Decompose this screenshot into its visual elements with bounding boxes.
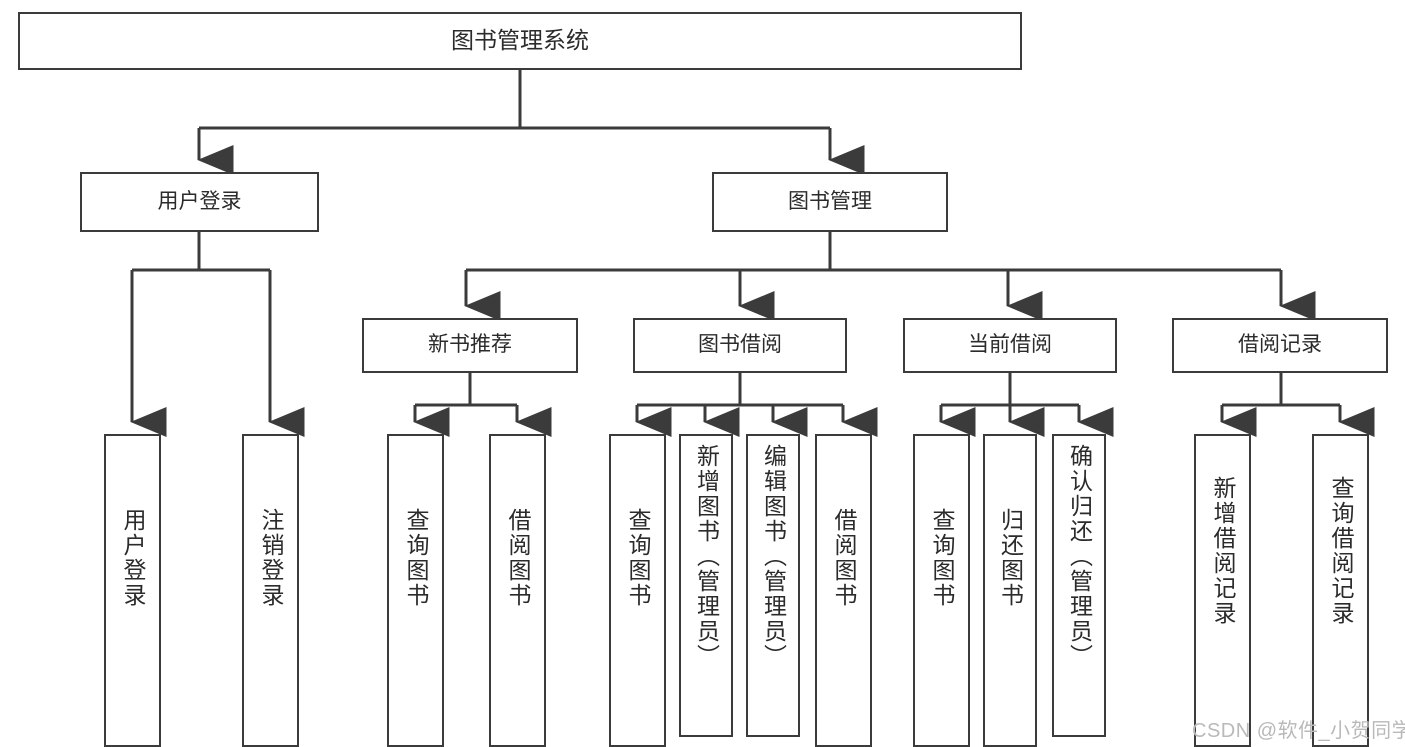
node-leaf-add-record[interactable]: 新增借阅记录 (1194, 434, 1251, 747)
node-user-login[interactable]: 用户登录 (80, 172, 319, 232)
node-leaf-query-book-3[interactable]: 查询图书 (913, 434, 970, 747)
node-borrow-record-label: 借阅记录 (1238, 333, 1322, 357)
node-borrow-record[interactable]: 借阅记录 (1172, 318, 1388, 373)
node-leaf-query-book-2[interactable]: 查询图书 (609, 434, 666, 747)
node-leaf-add-record-label: 新增借阅记录 (1210, 476, 1236, 626)
node-leaf-user-login[interactable]: 用户登录 (104, 434, 161, 747)
node-leaf-borrow-book-1-label: 借阅图书 (505, 508, 531, 608)
node-root[interactable]: 图书管理系统 (18, 12, 1022, 70)
node-leaf-add-book-label: 新增图书（管理员） (693, 444, 720, 669)
node-leaf-query-book-1[interactable]: 查询图书 (387, 434, 444, 747)
node-leaf-return-book-label: 归还图书 (997, 508, 1024, 608)
node-book-manage[interactable]: 图书管理 (712, 172, 948, 232)
node-root-label: 图书管理系统 (451, 27, 589, 54)
node-leaf-borrow-book-2-label: 借阅图书 (831, 508, 857, 608)
node-leaf-edit-book[interactable]: 编辑图书（管理员） (746, 434, 800, 737)
node-leaf-return-book[interactable]: 归还图书 (983, 434, 1037, 747)
node-leaf-query-book-2-label: 查询图书 (625, 508, 651, 608)
node-leaf-borrow-book-1[interactable]: 借阅图书 (489, 434, 546, 747)
node-leaf-user-logout[interactable]: 注销登录 (242, 434, 299, 747)
node-user-login-label: 用户登录 (157, 189, 242, 213)
node-new-book-recommend[interactable]: 新书推荐 (362, 318, 578, 373)
node-leaf-query-record[interactable]: 查询借阅记录 (1312, 434, 1369, 747)
node-leaf-query-book-3-label: 查询图书 (929, 508, 955, 608)
node-leaf-add-book[interactable]: 新增图书（管理员） (679, 434, 733, 737)
node-leaf-confirm-return-label: 确认归还（管理员） (1066, 444, 1093, 669)
node-leaf-user-logout-label: 注销登录 (258, 508, 284, 608)
node-book-borrow[interactable]: 图书借阅 (633, 318, 847, 373)
node-leaf-borrow-book-2[interactable]: 借阅图书 (815, 434, 872, 747)
node-leaf-edit-book-label: 编辑图书（管理员） (760, 444, 787, 669)
node-leaf-query-record-label: 查询借阅记录 (1328, 476, 1354, 626)
node-leaf-confirm-return[interactable]: 确认归还（管理员） (1052, 434, 1106, 737)
node-new-book-recommend-label: 新书推荐 (428, 333, 512, 357)
node-book-borrow-label: 图书借阅 (698, 333, 782, 357)
node-current-borrow-label: 当前借阅 (968, 333, 1052, 357)
watermark-text: CSDN @软件_小贺同学 (1192, 720, 1405, 742)
node-leaf-user-login-label: 用户登录 (120, 508, 146, 608)
node-current-borrow[interactable]: 当前借阅 (903, 318, 1117, 373)
node-book-manage-label: 图书管理 (788, 189, 872, 213)
node-leaf-query-book-1-label: 查询图书 (403, 508, 429, 608)
